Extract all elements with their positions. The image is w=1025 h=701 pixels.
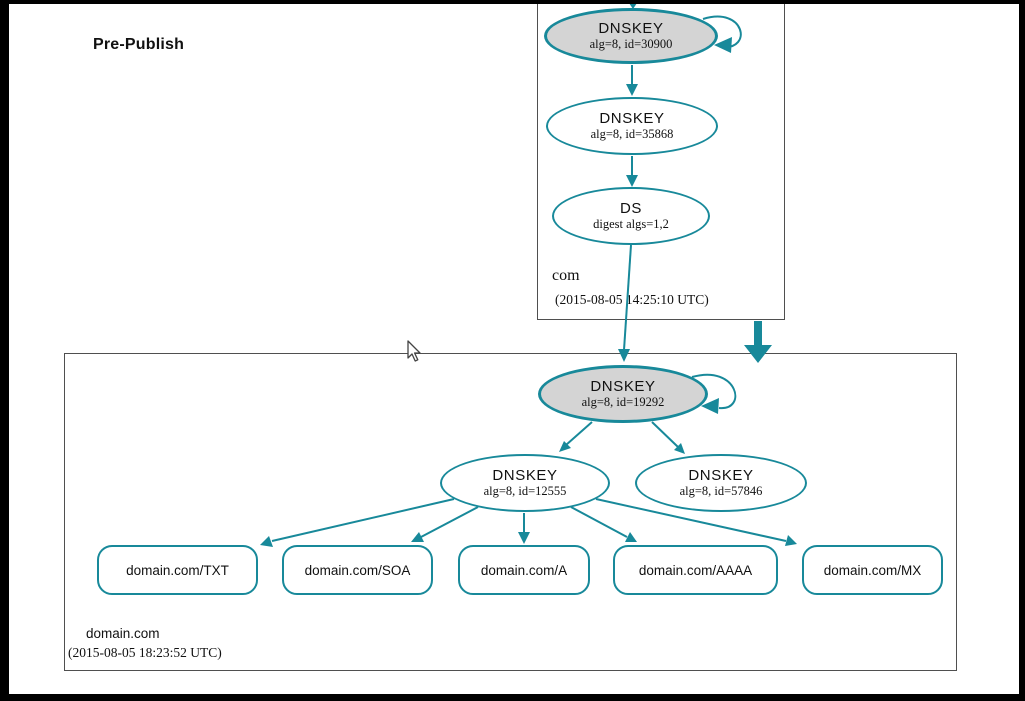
arrowhead-zsk-to-mx: [785, 535, 797, 546]
node-subtitle: alg=8, id=30900: [589, 37, 673, 51]
arrowhead-ksk-to-zsk-12555: [559, 441, 571, 452]
node-title: DS: [619, 200, 643, 217]
dnskey-node-com-zsk[interactable]: DNSKEY alg=8, id=35868: [546, 97, 718, 155]
node-title: DNSKEY: [688, 467, 754, 484]
rrset-label: domain.com/TXT: [126, 562, 229, 578]
node-title: DNSKEY: [590, 378, 656, 395]
arrowhead-ksk-to-zsk-57846: [674, 443, 685, 454]
arrowhead-selfloop-ksk-com: [714, 37, 732, 53]
dnskey-node-domain-ksk[interactable]: DNSKEY alg=8, id=19292: [538, 365, 708, 423]
arrowhead-zsk-to-aaaa: [625, 532, 637, 542]
diagram-title: Pre-Publish: [93, 36, 185, 53]
screenshot-border-left: [0, 0, 9, 701]
zone-box-domain: domain.com (2015-08-05 18:23:52 UTC): [64, 353, 957, 671]
node-subtitle: alg=8, id=12555: [483, 484, 567, 498]
rrset-label: domain.com/A: [480, 562, 568, 578]
node-title: DNSKEY: [598, 20, 664, 37]
ds-node-com[interactable]: DS digest algs=1,2: [552, 187, 710, 245]
dnskey-node-domain-zsk[interactable]: DNSKEY alg=8, id=12555: [440, 454, 610, 512]
rrset-label: domain.com/MX: [823, 562, 922, 578]
arrowhead-zsk-to-txt: [260, 536, 273, 547]
arrowhead-zsk-to-soa: [411, 532, 424, 542]
zone-timestamp-domain: (2015-08-05 18:23:52 UTC): [68, 645, 222, 660]
edge-selfloop-ksk-domain: [691, 373, 737, 410]
edge-ksk-to-zsk-12555: [565, 421, 593, 446]
zone-timestamp-com: (2015-08-05 14:25:10 UTC): [555, 292, 709, 307]
thick-arrow-head: [744, 345, 772, 363]
node-subtitle: alg=8, id=19292: [581, 395, 665, 409]
thick-arrow-shaft: [754, 321, 762, 347]
node-title: DNSKEY: [599, 110, 665, 127]
screenshot-border-bottom: [0, 694, 1025, 701]
zone-name-com: com: [552, 267, 580, 284]
rrset-node-mx[interactable]: domain.com/MX: [802, 545, 943, 595]
arrowhead-zsk-to-a: [518, 532, 530, 544]
arrowhead-selfloop-ksk-domain: [701, 398, 719, 414]
edge-zsk-to-aaaa: [570, 506, 628, 538]
rrset-node-aaaa[interactable]: domain.com/AAAA: [613, 545, 778, 595]
dnskey-node-com-ksk[interactable]: DNSKEY alg=8, id=30900: [544, 8, 718, 64]
arrowhead-ksk-to-zsk-com: [626, 84, 638, 96]
node-subtitle: alg=8, id=57846: [679, 484, 763, 498]
edge-ds-to-ksk-domain: [623, 244, 632, 351]
dnskey-node-domain-published[interactable]: DNSKEY alg=8, id=57846: [635, 454, 807, 512]
screenshot-border-top: [0, 0, 1025, 4]
rrset-node-txt[interactable]: domain.com/TXT: [97, 545, 258, 595]
rrset-label: domain.com/SOA: [304, 562, 411, 578]
arrowhead-zsk-to-ds-com: [626, 175, 638, 187]
rrset-node-a[interactable]: domain.com/A: [458, 545, 590, 595]
node-subtitle: alg=8, id=35868: [590, 127, 674, 141]
edge-zsk-to-txt: [271, 498, 455, 542]
edge-zsk-to-soa: [420, 506, 479, 538]
rrset-label: domain.com/AAAA: [638, 562, 753, 578]
rrset-node-soa[interactable]: domain.com/SOA: [282, 545, 433, 595]
edge-zsk-to-mx: [595, 498, 787, 542]
edge-ksk-to-zsk-57846: [651, 421, 679, 448]
node-subtitle: digest algs=1,2: [593, 217, 669, 231]
arrowhead-ds-to-ksk-domain: [618, 349, 630, 362]
node-title: DNSKEY: [492, 467, 558, 484]
zone-name-domain: domain.com: [86, 626, 160, 641]
screenshot-border-right: [1019, 0, 1025, 701]
